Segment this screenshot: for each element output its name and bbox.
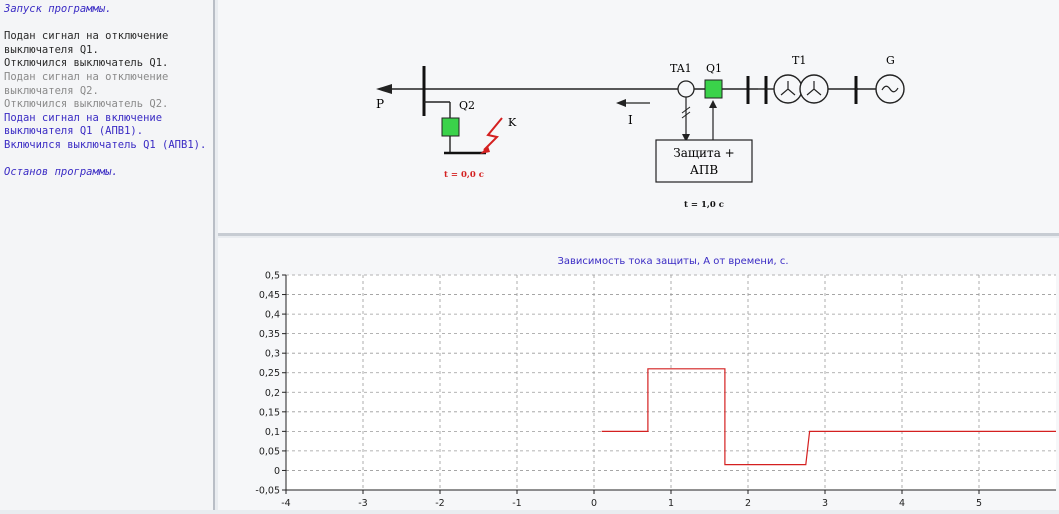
time-q2: t = 0,0 c xyxy=(444,170,484,180)
x-tick-label: -1 xyxy=(512,498,521,509)
current-time-chart: Зависимость тока защиты, А от времени, с… xyxy=(255,256,1056,509)
x-tick-label: -2 xyxy=(435,498,444,509)
chart-title: Зависимость тока защиты, А от времени, с… xyxy=(557,256,788,267)
log-line: Останов программы. xyxy=(4,166,118,179)
y-tick-label: 0,45 xyxy=(259,290,280,301)
chart-axes: -0,05 0 0,05 0,1 0,15 0,2 0,25 0,3 0,35 0,4 0,45 0,… xyxy=(255,271,1056,509)
current-arrow-head xyxy=(616,99,626,107)
y-tick-label: 0,15 xyxy=(259,407,280,418)
label-p: P xyxy=(376,97,384,111)
time-q1: t = 1,0 c xyxy=(684,200,724,210)
log-line: Подан сигнал на включение выключателя Q1… xyxy=(4,111,169,138)
label-q2: Q2 xyxy=(459,99,475,112)
x-tick-label: -4 xyxy=(281,498,290,509)
label-t1: T1 xyxy=(792,54,806,67)
y-tick-label: 0 xyxy=(274,466,280,477)
x-tick-label: 0 xyxy=(591,498,597,509)
fault-arrow-head xyxy=(480,146,490,154)
x-tick-label: -3 xyxy=(358,498,367,509)
x-tick-label: 5 xyxy=(976,498,982,509)
chart-panel: Зависимость тока защиты, А от времени, с… xyxy=(218,238,1059,510)
label-g: G xyxy=(886,54,895,67)
log-line: Отключился выключатель Q2. xyxy=(4,98,169,111)
x-tick-label: 3 xyxy=(822,498,828,509)
x-tick-label: 1 xyxy=(668,498,674,509)
y-tick-label: 0,1 xyxy=(265,427,280,438)
y-tick-label: 0,25 xyxy=(259,368,280,379)
log-line: Подан сигнал на отключение выключателя Q… xyxy=(4,30,175,56)
y-tick-label: 0,35 xyxy=(259,329,280,340)
y-tick-label: 0,3 xyxy=(265,349,280,360)
y-tick-label: 0,5 xyxy=(265,271,280,282)
plot-area xyxy=(286,275,1056,490)
label-k: K xyxy=(508,116,517,129)
event-log-panel[interactable]: Запуск программы. Подан сигнал на отключ… xyxy=(0,0,215,510)
current-transformer-ta1 xyxy=(677,80,695,98)
y-tick-label: 0,2 xyxy=(265,388,280,399)
protection-label-1: Защита + xyxy=(673,146,734,160)
log-line xyxy=(4,153,209,167)
chart-series xyxy=(601,368,1056,466)
fault-lightning-icon xyxy=(483,117,503,151)
sine-wave-icon xyxy=(881,85,899,93)
y-tick-label: -0,05 xyxy=(255,486,280,497)
protection-label-2: АПВ xyxy=(690,163,719,177)
breaker-q2[interactable] xyxy=(441,117,460,137)
series-line xyxy=(601,368,1056,466)
log-line: Отключился выключатель Q1. xyxy=(4,57,169,70)
log-line: Запуск программы. xyxy=(4,3,112,15)
power-flow-arrow xyxy=(376,84,392,94)
log-line xyxy=(4,17,209,31)
x-tick-label: 2 xyxy=(745,498,751,509)
y-tick-label: 0,4 xyxy=(265,310,280,321)
x-tick-label: 4 xyxy=(899,498,905,509)
label-q1: Q1 xyxy=(706,62,722,75)
protection-relay-box[interactable] xyxy=(655,139,753,183)
chart-grid xyxy=(286,274,1056,491)
label-ta1: TA1 xyxy=(670,62,692,75)
y-tick-label: 0,05 xyxy=(259,446,280,457)
schematic-panel: P Q2 K t = 0,0 c I TA1 Q1 Защита + АПВ xyxy=(218,0,1059,236)
breaker-q1[interactable] xyxy=(704,79,723,99)
log-line: Включился выключатель Q1 (АПВ1). xyxy=(4,138,207,151)
schematic-diagram: P Q2 K t = 0,0 c I TA1 Q1 Защита + АПВ xyxy=(376,54,905,210)
log-line: Подан сигнал на отключение выключателя Q… xyxy=(4,70,175,97)
label-i: I xyxy=(628,113,633,127)
